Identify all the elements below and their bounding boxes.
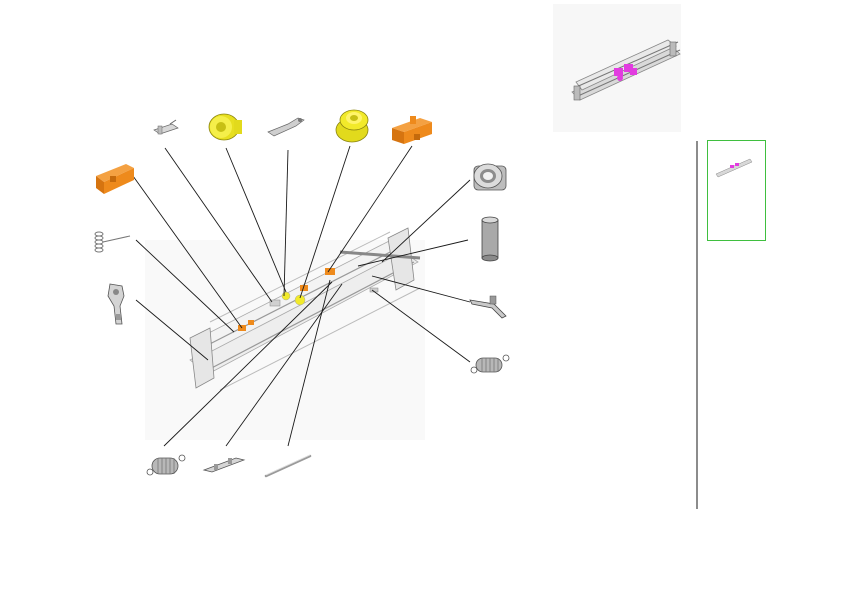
yellow-roller-large-part[interactable] <box>335 109 369 143</box>
extension-spring-right-part[interactable] <box>470 354 510 374</box>
compression-spring-part[interactable] <box>94 231 131 253</box>
pivot-lever-part[interactable] <box>107 283 125 325</box>
assembly-overview-view[interactable] <box>553 4 681 132</box>
extension-spring-bottom-part[interactable] <box>146 454 186 476</box>
small-bracket-part[interactable] <box>153 119 179 135</box>
overview-highlight-parts <box>614 64 637 81</box>
yellow-roller-small-part[interactable] <box>208 113 242 141</box>
orange-guide-right-part[interactable] <box>392 116 432 144</box>
orange-guide-left-part[interactable] <box>96 164 134 194</box>
assembly-thumbnail[interactable] <box>707 140 766 241</box>
flat-bracket-part[interactable] <box>202 457 246 473</box>
overview-assembly <box>571 39 681 101</box>
leader-lines <box>132 145 471 447</box>
link-arm-part[interactable] <box>469 295 507 319</box>
bushing-part[interactable] <box>473 163 507 191</box>
shaft-rod-part[interactable] <box>264 454 312 478</box>
main-assembly <box>145 227 425 440</box>
curved-arm-part[interactable] <box>267 117 305 137</box>
sleeve-part[interactable] <box>481 216 499 262</box>
